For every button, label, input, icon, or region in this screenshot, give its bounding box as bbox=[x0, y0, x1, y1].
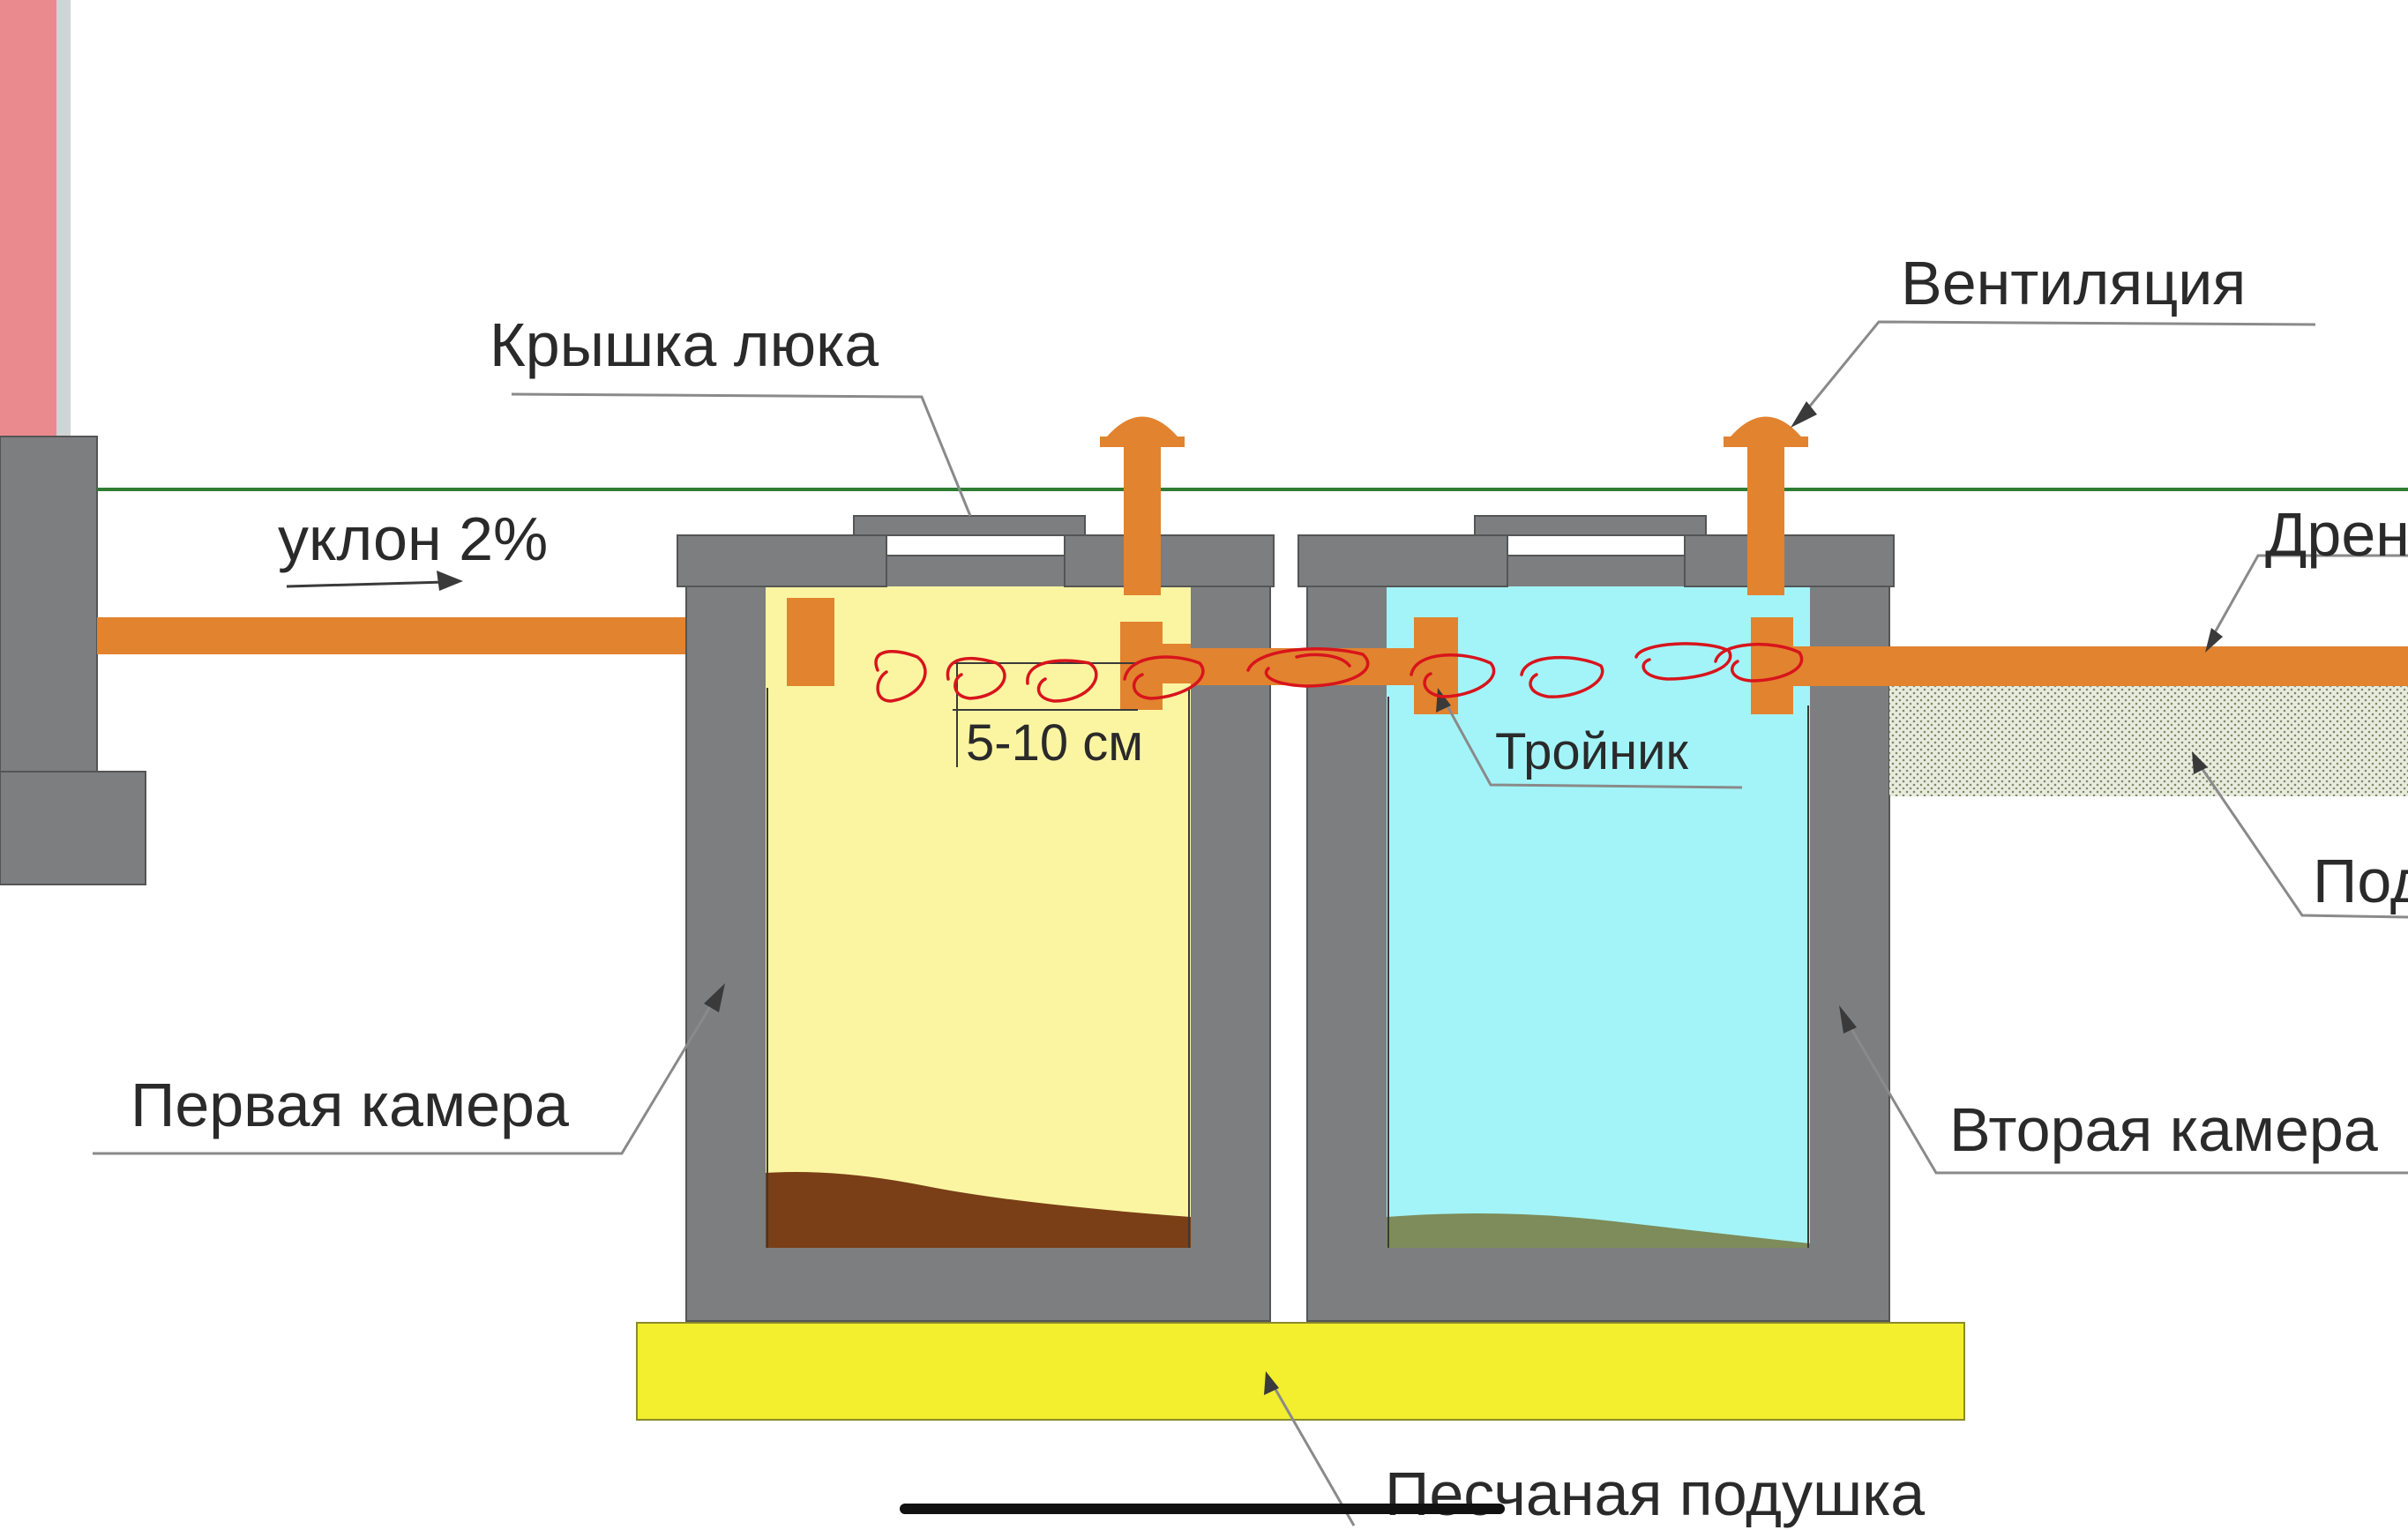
leader-first-chamber-head bbox=[704, 983, 725, 1012]
sand-cushion bbox=[636, 1322, 1965, 1421]
leader-tee-head bbox=[1436, 688, 1451, 713]
outlet-pipe bbox=[1791, 646, 2408, 686]
label-sand-cushion: Песчаная подушка bbox=[1385, 1459, 1925, 1528]
label-tee: Тройник bbox=[1495, 723, 1689, 780]
house-wall-edge bbox=[56, 0, 71, 459]
slope-arrow-head bbox=[437, 571, 463, 591]
sludge-layer bbox=[766, 1172, 1191, 1248]
label-drainage: Дрен bbox=[2265, 500, 2408, 569]
hatch-cover-2 bbox=[1474, 515, 1707, 536]
label-gap: 5-10 см bbox=[966, 714, 1143, 772]
drainage-bed bbox=[1889, 686, 2408, 796]
label-slope: уклон 2% bbox=[278, 504, 548, 573]
leader-hatch-cover bbox=[511, 392, 972, 517]
label-hatch-cover: Крышка люка bbox=[490, 310, 879, 379]
slope-arrow bbox=[286, 580, 446, 588]
leader-drainage-head bbox=[2205, 628, 2223, 653]
leader-base-head bbox=[2192, 751, 2208, 774]
leader-ventilation-head bbox=[1791, 401, 1817, 428]
tee-fitting bbox=[1414, 617, 1458, 714]
ventilation-pipe-2 bbox=[1724, 416, 1808, 595]
label-ventilation: Вентиляция bbox=[1901, 249, 2246, 317]
outlet-fitting bbox=[1751, 617, 1793, 714]
first-chamber bbox=[677, 515, 1275, 1322]
house-foundation-footing bbox=[0, 771, 146, 885]
leader-ventilation bbox=[1798, 320, 2316, 420]
leader-base bbox=[2195, 759, 2408, 919]
second-chamber bbox=[1297, 515, 1895, 1322]
ventilation-pipe-1 bbox=[1100, 416, 1185, 595]
transfer-pipe bbox=[1191, 648, 1416, 685]
label-first-chamber: Первая камера bbox=[131, 1071, 569, 1139]
leader-first-chamber bbox=[93, 991, 721, 1155]
label-second-chamber: Вторая камера bbox=[1949, 1095, 2378, 1164]
inlet-fitting bbox=[787, 598, 834, 686]
leader-second-chamber bbox=[1840, 1011, 2408, 1175]
red-circle-marks bbox=[874, 642, 1804, 703]
leader-second-chamber-head bbox=[1839, 1005, 1857, 1034]
leader-sand-head bbox=[1264, 1371, 1279, 1395]
sediment-layer bbox=[1387, 1213, 1810, 1248]
house-foundation bbox=[0, 436, 98, 777]
label-base-cut: Под bbox=[2313, 847, 2408, 915]
inlet-pipe bbox=[97, 617, 690, 654]
home-indicator[interactable] bbox=[900, 1504, 1505, 1514]
hatch-cover-1 bbox=[853, 515, 1086, 536]
leader-tee bbox=[1440, 696, 1743, 789]
leader-drainage bbox=[2208, 554, 2408, 643]
leader-sand bbox=[1268, 1379, 1356, 1526]
